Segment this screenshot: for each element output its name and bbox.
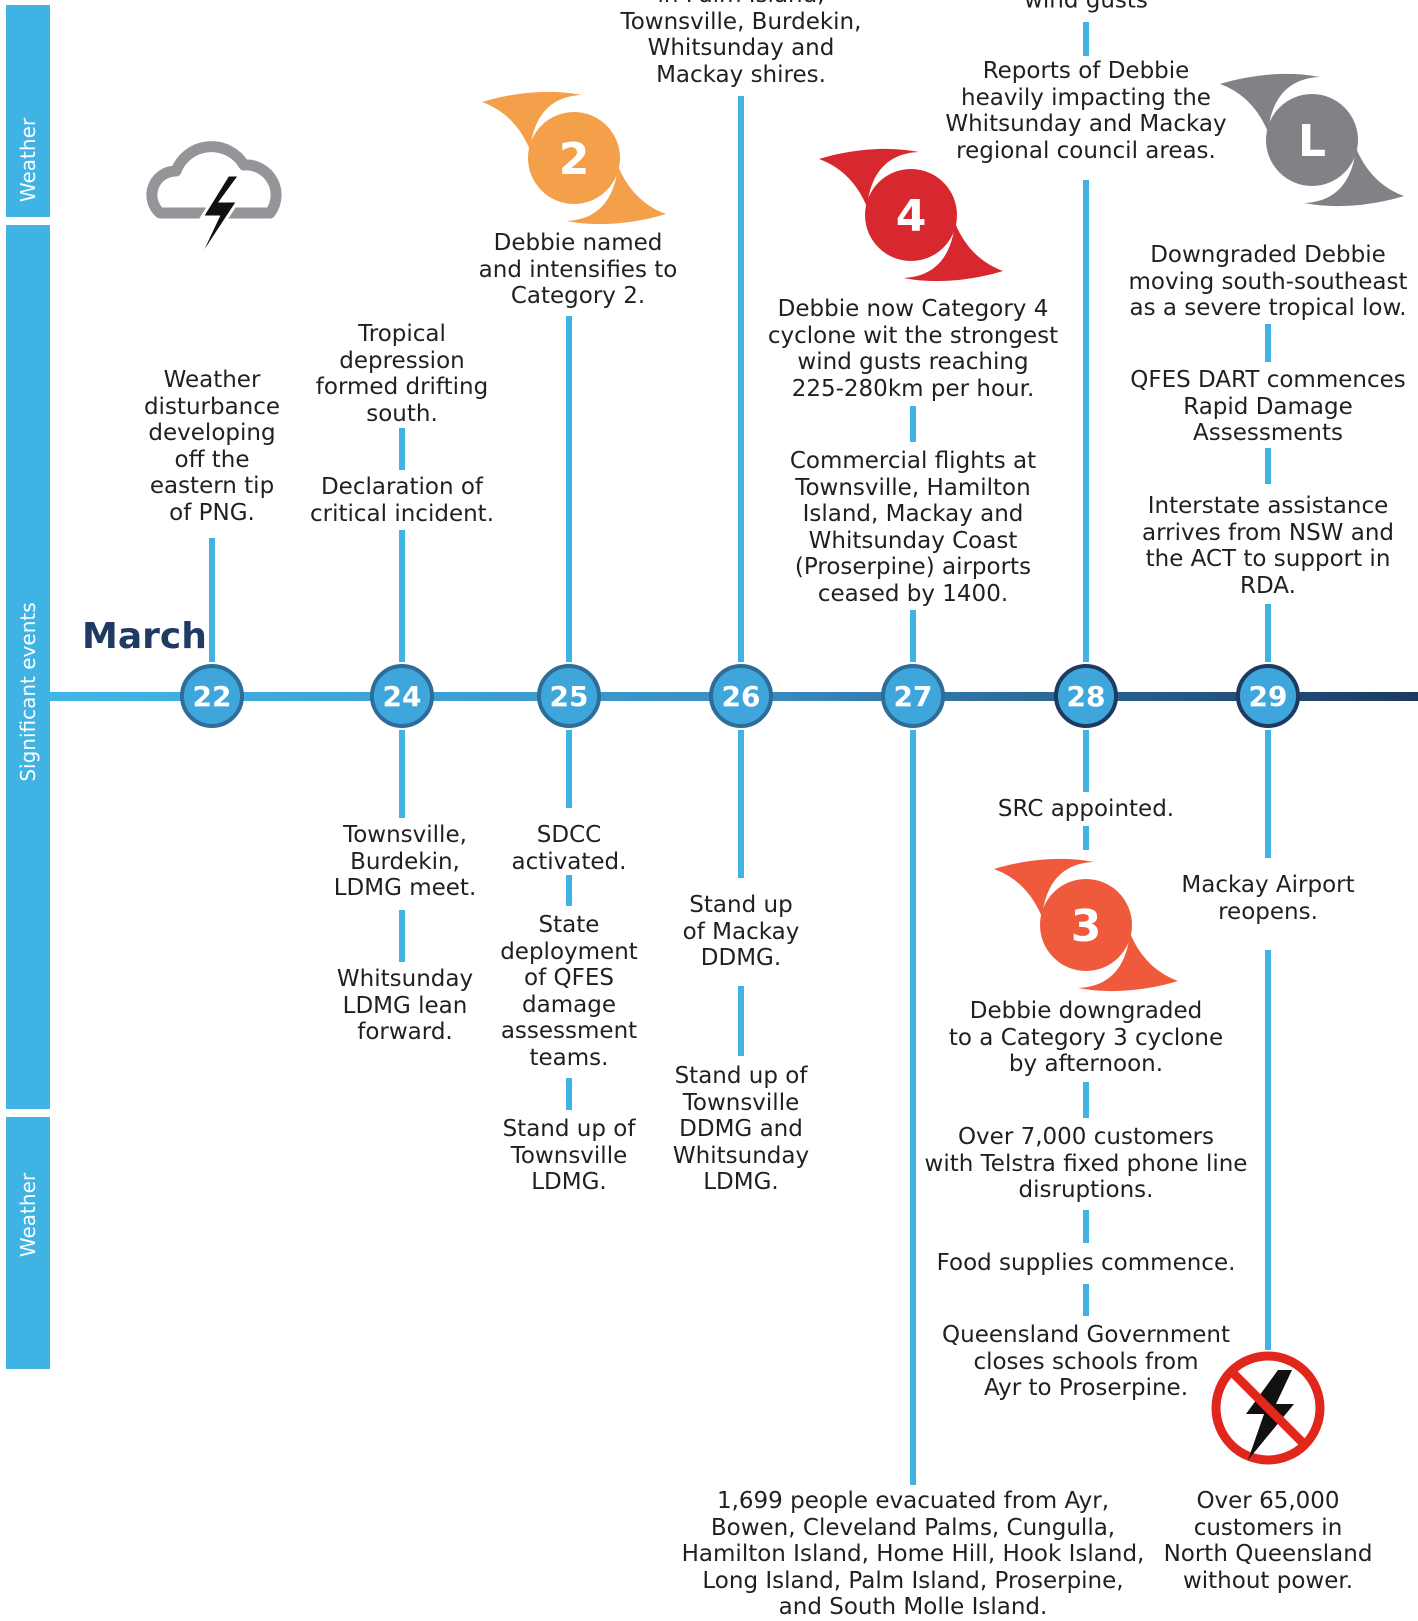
day-node-24: 24	[370, 664, 434, 728]
events-bar	[6, 225, 50, 1109]
cyclone-category-2-icon: 2	[482, 91, 666, 225]
day-node-28: 28	[1054, 664, 1118, 728]
connectors	[209, 22, 1271, 1485]
event-28-src-appointed: SRC appointed.	[997, 796, 1175, 822]
event-28-food-supplies: Food supplies commence.	[936, 1250, 1236, 1276]
event-28-wind-gusts: wind gusts	[1024, 0, 1148, 14]
cyclone-category-3-icon: 3	[994, 858, 1178, 992]
storm-cloud-icon	[146, 141, 282, 269]
day-node-25: 25	[537, 664, 601, 728]
category-4-label: 4	[896, 191, 927, 242]
weather-bar-bottom	[6, 1117, 50, 1369]
day-node-22: 22	[180, 664, 244, 728]
day-node-26: 26	[709, 664, 773, 728]
day-node-27: 27	[881, 664, 945, 728]
event-24-ldmg-meet: Townsville,Burdekin,LDMG meet.	[333, 822, 477, 901]
no-power-icon	[1211, 1351, 1325, 1465]
day-node-29: 29	[1236, 664, 1300, 728]
weather-bar-top	[6, 5, 50, 217]
event-26-shires: in Palm Island,Townsville, Burdekin,Whit…	[620, 0, 862, 88]
month-label: March	[82, 616, 207, 657]
category-2-label: 2	[559, 134, 590, 185]
cyclone-category-4-icon: 4	[819, 148, 1003, 282]
category-3-label: 3	[1071, 901, 1102, 952]
event-27-evacuations: 1,699 people evacuated from Ayr,Bowen, C…	[681, 1488, 1145, 1620]
tropical-low-label: L	[1298, 116, 1326, 167]
tropical-low-icon: L	[1220, 73, 1404, 207]
